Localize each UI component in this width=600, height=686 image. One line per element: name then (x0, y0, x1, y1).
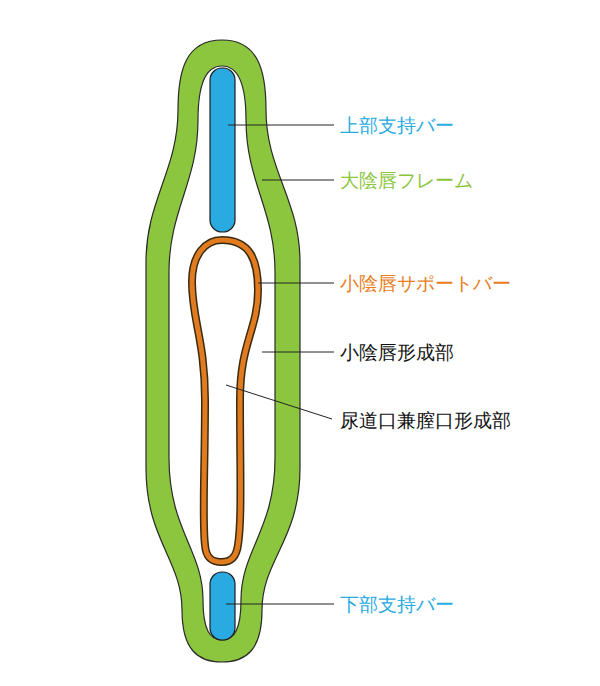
labia-minora-support-outline (192, 240, 258, 562)
labia-majora-frame (146, 40, 300, 662)
part-label: 小陰唇サポートバー (340, 272, 511, 295)
leader-line (262, 180, 334, 181)
part-label: 上部支持バー (340, 114, 454, 137)
leader-line (226, 385, 332, 419)
leader-line (228, 125, 334, 126)
part-label: 小陰唇形成部 (340, 341, 454, 364)
part-label: 下部支持バー (340, 593, 454, 616)
upper-support-bar (210, 68, 235, 232)
labia-minora-support-bar (192, 240, 258, 562)
leader-line (262, 352, 334, 353)
leader-line (226, 604, 334, 605)
part-label: 大陰唇フレーム (340, 169, 473, 192)
lower-support-bar (210, 572, 235, 640)
leader-line (258, 283, 334, 284)
part-label: 尿道口兼膣口形成部 (340, 409, 511, 432)
